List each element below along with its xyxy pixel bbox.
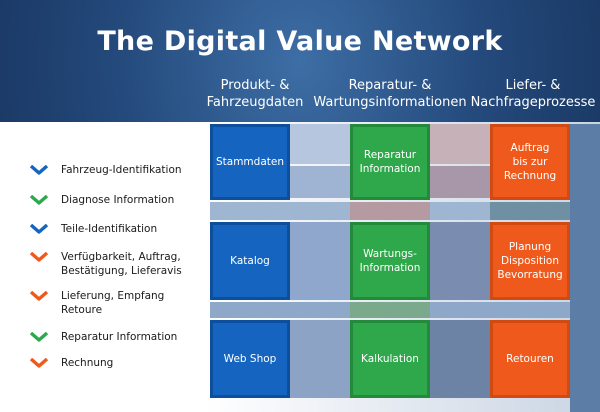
box-label: Planung xyxy=(508,241,552,253)
box-label: bis zur xyxy=(512,156,548,168)
legend-label: Fahrzeug-Identifikation xyxy=(61,164,182,176)
column-header-liefer: Liefer- & Nachfrageprozesse xyxy=(470,77,596,111)
connector-band xyxy=(290,320,350,398)
legend-label: Rechnung xyxy=(61,357,114,369)
legend-item-lieferung: Lieferung, Empfang Retoure xyxy=(30,289,164,317)
legend-item-diagnose-information: Diagnose Information xyxy=(30,193,174,207)
legend-label: Lieferung, Empfang xyxy=(61,290,165,302)
connector-band xyxy=(430,166,490,198)
chevron-down-icon xyxy=(30,358,48,368)
box-label: Reparatur xyxy=(363,149,417,161)
chevron-down-icon xyxy=(30,332,48,342)
connector-band xyxy=(350,202,430,220)
connector-band xyxy=(430,124,490,164)
connector-band xyxy=(290,166,350,198)
box-label: Information xyxy=(359,262,421,274)
connector-band xyxy=(350,302,430,318)
box-label: Wartungs- xyxy=(363,248,417,260)
column-header-line: Nachfrageprozesse xyxy=(470,95,596,110)
connector-band xyxy=(570,124,600,412)
column-header-reparatur: Reparatur- & Wartungsinformationen xyxy=(305,77,475,111)
box-label: Disposition xyxy=(500,255,560,267)
legend-item-verfuegbarkeit: Verfügbarkeit, Auftrag, Bestätigung, Lie… xyxy=(30,250,182,278)
chevron-down-icon xyxy=(30,252,48,262)
column-header-line: Produkt- & xyxy=(220,78,290,93)
legend-label: Verfügbarkeit, Auftrag, xyxy=(61,251,181,263)
box-wartungs-information: Wartungs- Information xyxy=(350,222,430,300)
column-header-line: Liefer- & xyxy=(505,78,561,93)
box-label: Stammdaten xyxy=(215,156,284,168)
box-web-shop: Web Shop xyxy=(210,320,290,398)
legend-item-reparatur-information: Reparatur Information xyxy=(30,330,177,344)
box-label: Rechnung xyxy=(503,170,557,182)
box-label: Retouren xyxy=(506,353,554,365)
chevron-down-icon xyxy=(30,165,48,175)
box-kalkulation: Kalkulation xyxy=(350,320,430,398)
legend-item-rechnung: Rechnung xyxy=(30,356,113,370)
box-label: Kalkulation xyxy=(361,353,419,365)
connector-band xyxy=(290,222,350,300)
legend-label: Teile-Identifikation xyxy=(61,223,158,235)
box-label: Web Shop xyxy=(223,353,277,365)
box-auftrag-bis-zur-rechnung: Auftrag bis zur Rechnung xyxy=(490,124,570,200)
legend-label: Reparatur Information xyxy=(61,331,178,343)
chevron-down-icon xyxy=(30,291,48,301)
column-header-line: Fahrzeugdaten xyxy=(206,95,304,110)
box-katalog: Katalog xyxy=(210,222,290,300)
box-label: Auftrag xyxy=(510,142,550,154)
legend-item-fahrzeug-identifikation: Fahrzeug-Identifikation xyxy=(30,163,182,177)
box-label: Information xyxy=(359,163,421,175)
box-planung-disposition: Planung Disposition Bevorratung xyxy=(490,222,570,300)
chevron-down-icon xyxy=(30,224,48,234)
connector-band xyxy=(430,320,490,398)
column-header-produkt: Produkt- & Fahrzeugdaten xyxy=(200,77,310,111)
legend-label: Diagnose Information xyxy=(61,194,175,206)
connector-band xyxy=(430,222,490,300)
box-label: Katalog xyxy=(230,255,270,267)
legend-item-teile-identifikation: Teile-Identifikation xyxy=(30,222,157,236)
chevron-down-icon xyxy=(30,195,48,205)
box-label: Bevorratung xyxy=(497,269,563,281)
box-stammdaten: Stammdaten xyxy=(210,124,290,200)
column-header-line: Reparatur- & xyxy=(348,78,432,93)
box-reparatur-information: Reparatur Information xyxy=(350,124,430,200)
legend-label: Bestätigung, Lieferavis xyxy=(61,265,182,277)
connector-band xyxy=(490,202,570,220)
box-retouren: Retouren xyxy=(490,320,570,398)
connector-band xyxy=(290,124,350,164)
column-header-line: Wartungsinformationen xyxy=(313,95,467,110)
page-title: The Digital Value Network xyxy=(97,26,503,57)
legend-label: Retoure xyxy=(61,304,103,316)
